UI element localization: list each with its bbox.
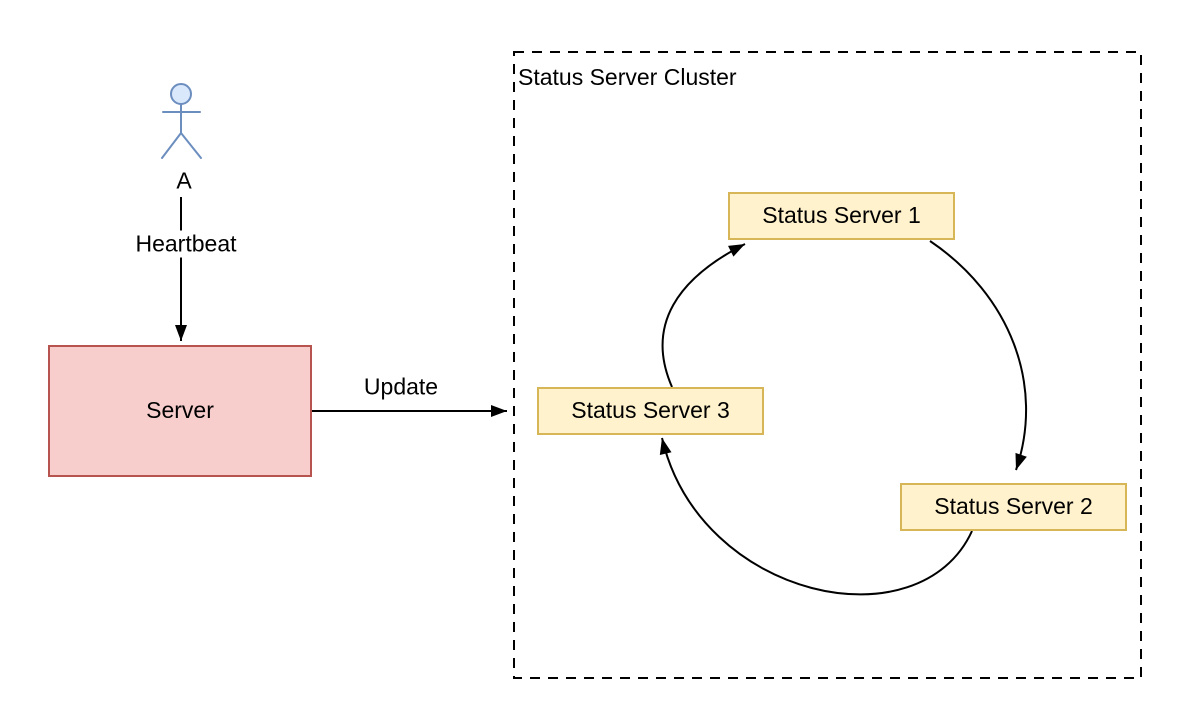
update-edge-label: Update [360, 373, 442, 401]
edge-status1-to-status2 [929, 240, 1028, 471]
server-node: Server [48, 345, 312, 477]
status-server-2-label: Status Server 2 [934, 493, 1093, 520]
status-server-1-node: Status Server 1 [728, 192, 955, 240]
actor-label: A [176, 167, 192, 194]
cluster-boundary [513, 51, 1142, 679]
actor-icon [161, 83, 202, 159]
heartbeat-edge-label: Heartbeat [132, 230, 240, 258]
actor-right-leg [180, 132, 202, 159]
actor-head [170, 83, 192, 105]
status-server-1-label: Status Server 1 [762, 202, 921, 229]
status-server-2-node: Status Server 2 [900, 483, 1127, 531]
actor-left-leg [161, 132, 182, 159]
edge-status2-to-status3 [659, 437, 973, 596]
edge-status3-to-status1 [661, 243, 746, 388]
status-server-3-label: Status Server 3 [571, 397, 730, 424]
cluster-title: Status Server Cluster [518, 64, 737, 90]
status-server-3-node: Status Server 3 [537, 387, 764, 435]
server-node-label: Server [146, 397, 214, 424]
